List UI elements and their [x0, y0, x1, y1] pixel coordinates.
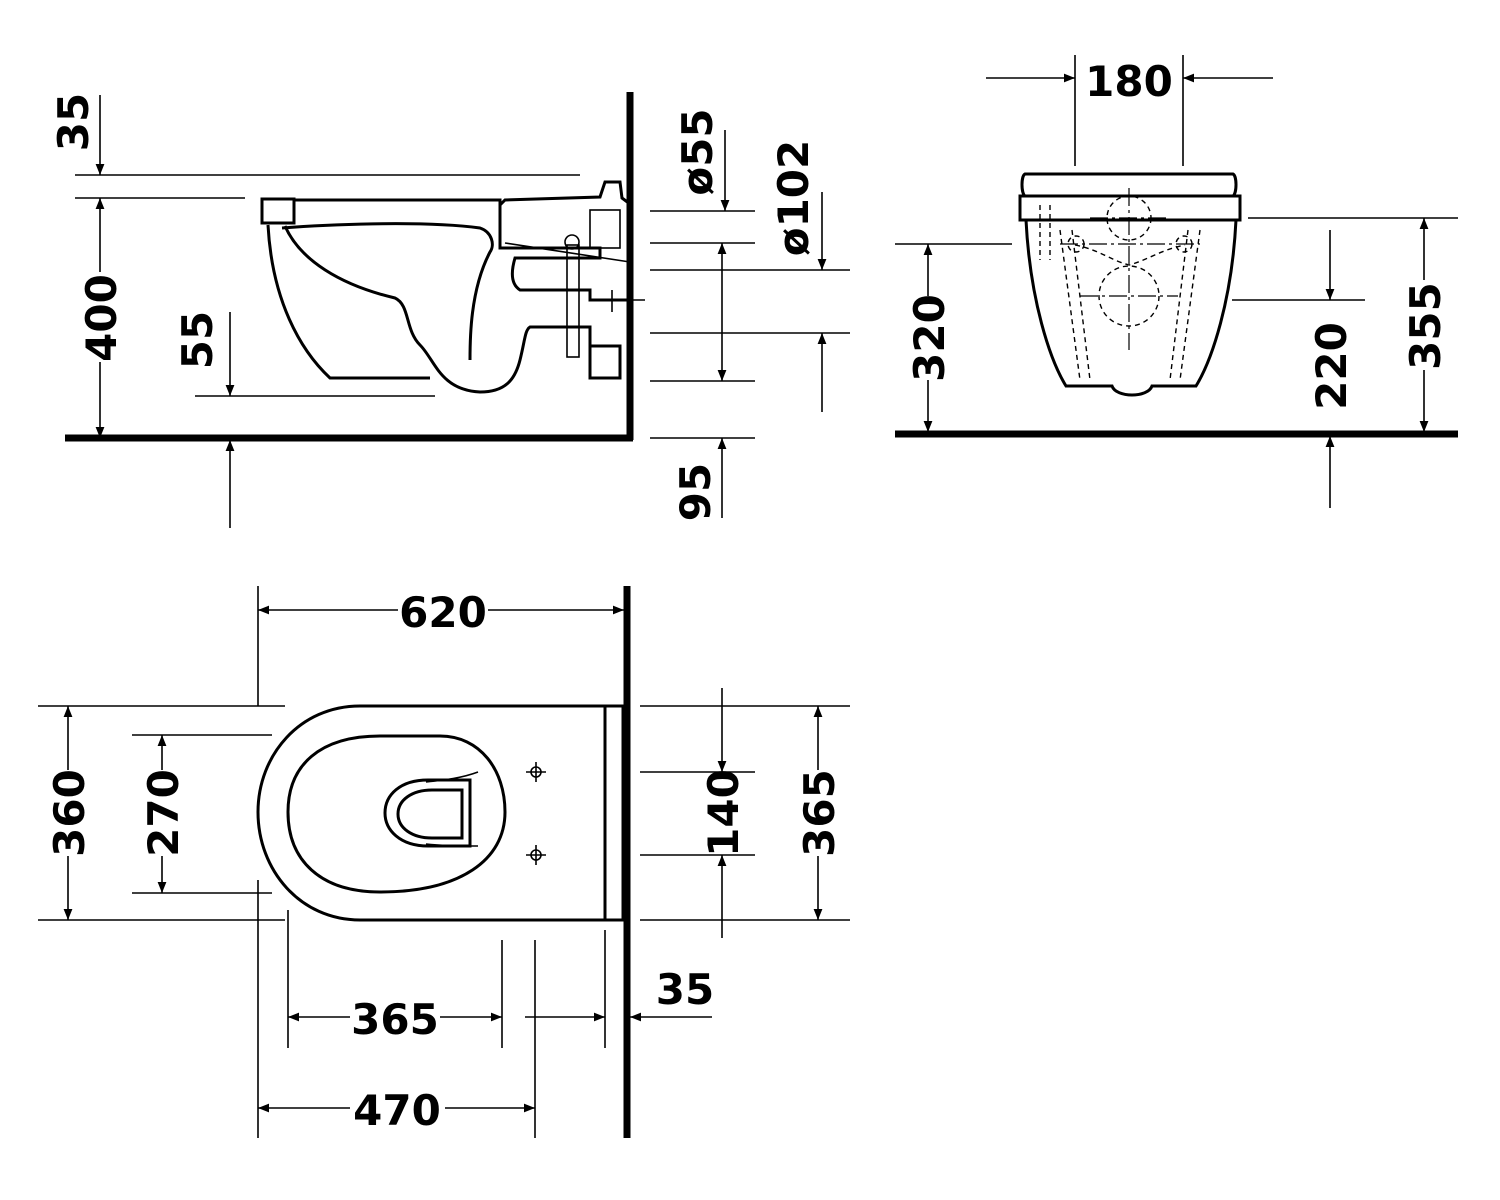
- dim-length: 620: [399, 588, 487, 637]
- dim-inlet-diameter: ø55: [673, 108, 722, 195]
- dim-overall-width: 365: [795, 769, 844, 857]
- dim-seat-length: 470: [353, 1086, 441, 1135]
- dim-overall-height: 355: [1401, 282, 1450, 370]
- dim-fixing-height: 320: [905, 294, 954, 382]
- front-view: 180 320 220 355: [895, 55, 1458, 508]
- toilet-top-outline: [256, 704, 625, 922]
- dim-outlet-center-height: 220: [1307, 322, 1356, 410]
- dim-bolt-spacing: 140: [699, 769, 748, 857]
- dim-outlet-diameter: ø102: [769, 140, 818, 257]
- dim-outlet-height: 95: [671, 463, 720, 521]
- dim-wall-offset: 35: [656, 965, 714, 1014]
- dim-inner-width: 270: [139, 769, 188, 857]
- side-view: 35 400 55 ø55 ø102 95: [49, 92, 850, 528]
- dim-outer-width: 360: [45, 769, 94, 857]
- dim-side-height: 400: [77, 274, 126, 362]
- dim-bolt-distance: 365: [351, 995, 439, 1044]
- toilet-side-outline: [260, 180, 645, 394]
- top-view: 620 360 270 140 365 35 36: [38, 586, 850, 1138]
- dim-connector-spacing: 180: [1085, 57, 1173, 106]
- dim-side-inner-depth: 55: [173, 311, 222, 369]
- toilet-front-outline: [1018, 172, 1242, 397]
- dim-side-top-offset: 35: [49, 93, 98, 151]
